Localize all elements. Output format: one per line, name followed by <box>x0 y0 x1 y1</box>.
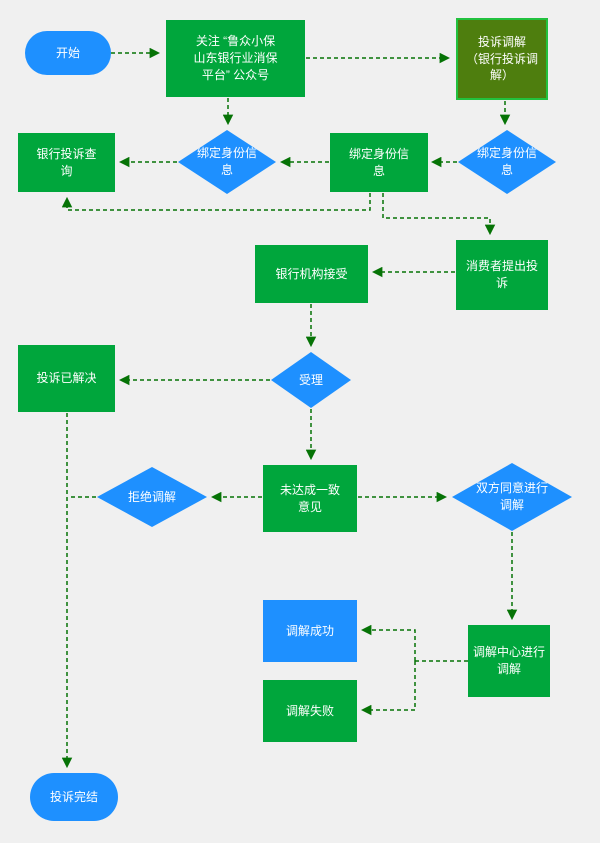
node-no-agreement-label: 未达成一致 意见 <box>279 482 340 514</box>
node-follow-label: 关注 “鲁众小保 山东银行业消保 平台” 公众号 <box>193 34 278 82</box>
node-bank-accepts: 银行机构接受 <box>255 245 368 303</box>
edge-center-to-success <box>360 624 416 661</box>
node-both-agree-mediation: 双方同意进行 调解 <box>452 463 572 531</box>
edge-center-to-failed <box>360 661 416 716</box>
node-complaint-closed-label: 投诉完结 <box>49 789 98 804</box>
node-bank-complaint-query-label: 银行投诉查 询 <box>36 146 97 178</box>
node-refuse-mediation-label: 拒绝调解 <box>127 489 176 504</box>
node-no-agreement: 未达成一致 意见 <box>263 465 357 532</box>
node-bind-identity-mid: 绑定身份信 息 <box>330 133 428 192</box>
node-start: 开始 <box>25 31 111 75</box>
node-mediation-success-label: 调解成功 <box>285 623 334 638</box>
node-bank-accepts-label: 银行机构接受 <box>275 266 348 281</box>
node-bind-identity-left: 绑定身份信 息 <box>178 130 276 194</box>
node-follow-official-account: 关注 “鲁众小保 山东银行业消保 平台” 公众号 <box>166 20 305 97</box>
node-mediation-center-label: 调解中心进行 调解 <box>472 645 545 676</box>
node-complaint-mediation-header: 投诉调解 （银行投诉调 解） <box>456 18 548 100</box>
node-bind-identity-left-label: 绑定身份信 息 <box>196 146 257 177</box>
edge-bind-mid-to-query <box>61 193 371 211</box>
node-mediation-failed: 调解失败 <box>263 680 357 742</box>
node-bank-complaint-query: 银行投诉查 询 <box>18 133 115 192</box>
node-complaint-resolved: 投诉已解决 <box>18 345 115 412</box>
node-complaint-resolved-label: 投诉已解决 <box>36 371 97 386</box>
node-refuse-mediation: 拒绝调解 <box>97 467 207 527</box>
node-consumer-complaint: 消费者提出投 诉 <box>456 240 548 310</box>
node-bind-identity-mid-label: 绑定身份信 息 <box>348 146 409 178</box>
node-start-label: 开始 <box>55 45 80 60</box>
node-both-agree-mediation-label: 双方同意进行 调解 <box>475 481 548 512</box>
node-mediation-center: 调解中心进行 调解 <box>468 625 550 697</box>
edge-bind-mid-to-consumer <box>382 193 496 236</box>
node-accept-decision-label: 受理 <box>298 372 323 387</box>
node-bind-identity-right: 绑定身份信 息 <box>458 130 556 194</box>
node-consumer-complaint-label: 消费者提出投 诉 <box>465 259 538 290</box>
node-mediation-failed-label: 调解失败 <box>285 703 334 718</box>
node-mediation-success: 调解成功 <box>263 600 357 662</box>
node-bind-identity-right-label: 绑定身份信 息 <box>476 146 537 177</box>
node-accept-decision: 受理 <box>271 352 351 408</box>
node-complaint-mediation-label: 投诉调解 （银行投诉调 解） <box>465 34 538 83</box>
node-complaint-closed: 投诉完结 <box>30 773 118 821</box>
